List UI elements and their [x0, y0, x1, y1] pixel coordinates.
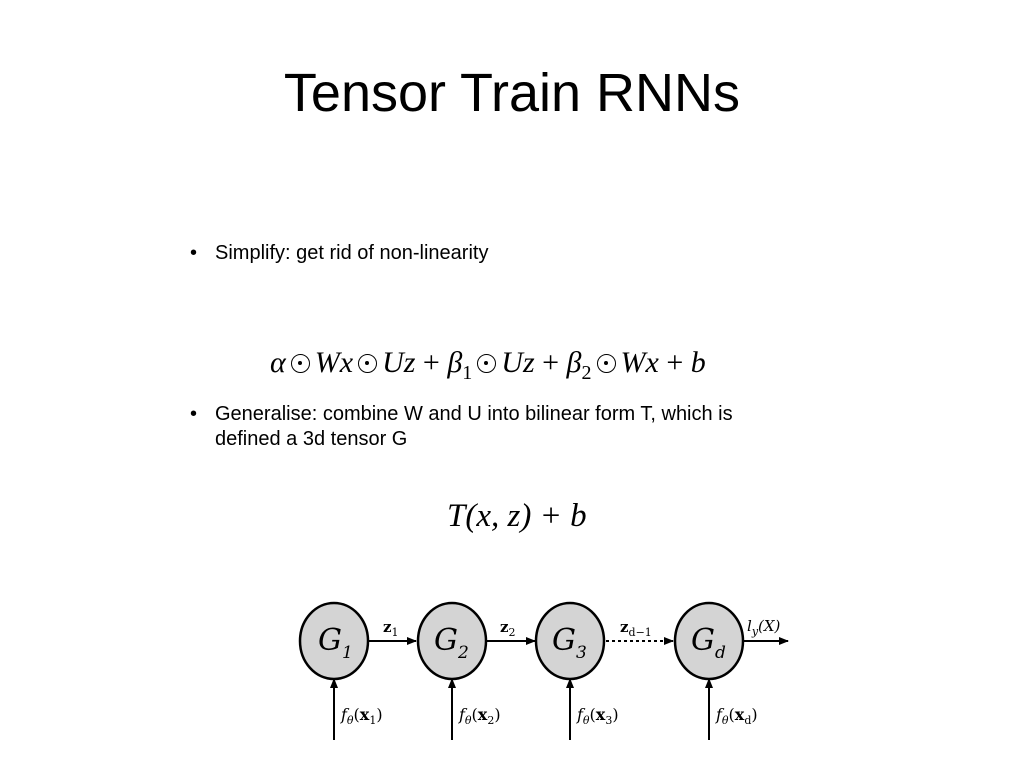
- node-g1: G1: [298, 601, 370, 681]
- node-label: Gd: [691, 623, 726, 663]
- output-label: ly(X): [747, 617, 781, 638]
- bullet-text: Generalise: combine W and U into bilinea…: [215, 403, 733, 450]
- hadamard-operator: [358, 353, 378, 373]
- node-label: G2: [434, 623, 469, 663]
- hadamard-operator: [290, 353, 310, 373]
- slide-title: Tensor Train RNNs: [283, 63, 741, 123]
- hadamard-operator: [477, 353, 497, 373]
- bilinear-formula: T(x, z) + b: [447, 498, 587, 535]
- wx-term: Wx: [314, 346, 354, 379]
- bullet-marker: •: [190, 403, 198, 425]
- bilinear-formula-text: T(x, z) + b: [447, 498, 587, 534]
- bullet-simplify: • Simplify: get rid of non-linearity: [190, 241, 490, 266]
- plus-sign: +: [542, 346, 560, 379]
- input-label-1: fθ(x1): [340, 705, 383, 727]
- bullet-generalise: • Generalise: combine W and U into bilin…: [190, 402, 790, 452]
- wx-term: Wx: [620, 346, 659, 379]
- bullet-marker: •: [190, 242, 198, 264]
- input-label-3: fθ(x3): [576, 705, 619, 727]
- plus-sign: +: [666, 346, 684, 379]
- node-g2: G2: [416, 601, 488, 681]
- beta-subscript: 1: [462, 362, 473, 384]
- uz-term: Uz: [501, 346, 535, 379]
- bias-term: b: [690, 346, 706, 379]
- plus-sign: +: [422, 346, 440, 379]
- node-label: G3: [552, 623, 587, 663]
- uz-term: Uz: [382, 346, 416, 379]
- input-label-2: fθ(x2): [458, 705, 501, 727]
- edge-label-z2: z2: [500, 618, 516, 639]
- hadamard-operator: [596, 353, 616, 373]
- node-g3: G3: [534, 601, 606, 681]
- beta-symbol: β: [566, 346, 582, 379]
- edge-label-z1: z1: [383, 618, 399, 639]
- edge-label-zd-1: zd−1: [620, 618, 652, 639]
- bullet-text: Simplify: get rid of non-linearity: [215, 242, 489, 264]
- alpha-symbol: α: [270, 346, 286, 379]
- node-label: G1: [318, 623, 353, 663]
- beta-subscript: 2: [581, 362, 592, 384]
- beta-symbol: β: [447, 346, 463, 379]
- node-gd: Gd: [673, 601, 745, 681]
- input-label-d: fθ(xd): [715, 705, 758, 727]
